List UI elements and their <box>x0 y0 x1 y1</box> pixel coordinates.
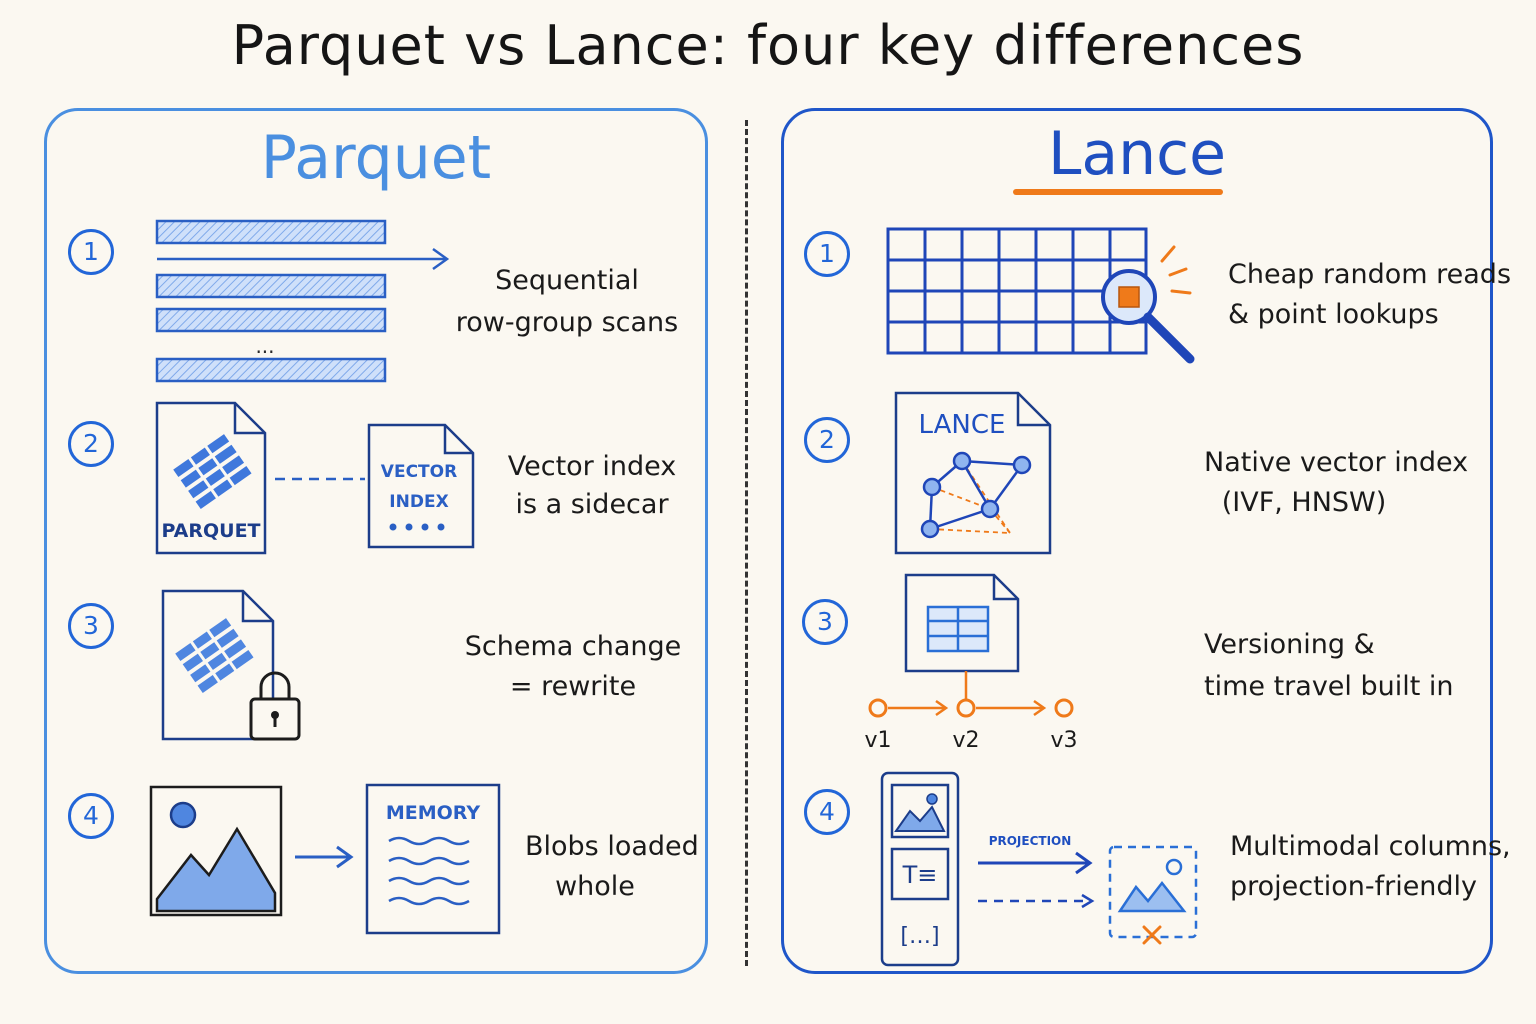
lance-item-3-number: 3 <box>802 599 848 645</box>
parquet-title: Parquet <box>260 123 492 193</box>
center-divider <box>745 120 748 966</box>
parquet-item-1-line1: Sequential <box>495 265 639 296</box>
lance-item-2-number: 2 <box>804 417 850 463</box>
version-v1: v1 <box>864 728 891 753</box>
lance-item-3-line2: time travel built in <box>1204 671 1454 702</box>
vector-index-label-2: INDEX <box>389 492 448 512</box>
lance-item-1-number: 1 <box>804 231 850 277</box>
versioning-icon: v1 v2 v3 <box>864 573 1078 753</box>
lance-item-2-line1: Native vector index <box>1204 447 1469 478</box>
rows-ellipsis: ... <box>255 334 274 358</box>
row-groups-icon: ... <box>155 219 450 383</box>
parquet-item-3-line1: Schema change <box>464 631 682 662</box>
lance-title-underline <box>1013 189 1223 195</box>
parquet-item-3-line2: = rewrite <box>509 671 637 702</box>
lance-item-3-line1: Versioning & <box>1204 629 1375 660</box>
lance-item-4-line2: projection-friendly <box>1230 871 1478 902</box>
bracket-column-icon: […] <box>900 924 939 949</box>
parquet-file-icon: PARQUET VECTOR INDEX <box>155 401 475 555</box>
parquet-item-4-line1: Blobs loaded <box>525 831 699 862</box>
text-column-icon: T≡ <box>902 861 938 889</box>
lance-item-1-line2: & point lookups <box>1228 299 1439 330</box>
lance-item-2-line2: (IVF, HNSW) <box>1221 487 1387 518</box>
memory-label: MEMORY <box>386 802 481 824</box>
grid-lookup-icon <box>886 227 1195 364</box>
version-v2: v2 <box>952 728 979 753</box>
parquet-item-1-number: 1 <box>68 229 114 275</box>
parquet-item-1-line2: row-group scans <box>455 307 679 338</box>
parquet-panel: Parquet 1 ... Sequential row-group scans… <box>44 108 708 974</box>
lance-file-label: LANCE <box>919 410 1006 440</box>
parquet-item-4-number: 4 <box>68 793 114 839</box>
locked-parquet-file-icon <box>161 589 301 741</box>
parquet-item-4-line2: whole <box>555 871 635 902</box>
lance-item-4-number: 4 <box>804 789 850 835</box>
blob-to-memory-icon: MEMORY <box>149 783 501 935</box>
multimodal-projection-icon: T≡ […] PROJECTION <box>880 771 1198 967</box>
version-v3: v3 <box>1050 728 1077 753</box>
parquet-item-2-line1: Vector index <box>507 451 677 482</box>
lance-vector-file-icon: LANCE <box>894 391 1052 555</box>
lance-title: Lance <box>1047 119 1227 189</box>
lance-item-1-line1: Cheap random reads <box>1228 259 1512 290</box>
lance-item-4-line1: Multimodal columns, <box>1230 831 1511 862</box>
page-title: Parquet vs Lance: four key differences <box>231 14 1305 77</box>
parquet-item-2-line2: is a sidecar <box>515 489 669 520</box>
lance-panel: Lance 1 Cheap random reads & point looku… <box>781 108 1512 974</box>
parquet-item-3-number: 3 <box>68 603 114 649</box>
parquet-item-2-number: 2 <box>68 421 114 467</box>
projection-label: PROJECTION <box>989 834 1072 848</box>
parquet-file-label: PARQUET <box>161 520 260 542</box>
vector-index-label-1: VECTOR <box>381 462 457 482</box>
